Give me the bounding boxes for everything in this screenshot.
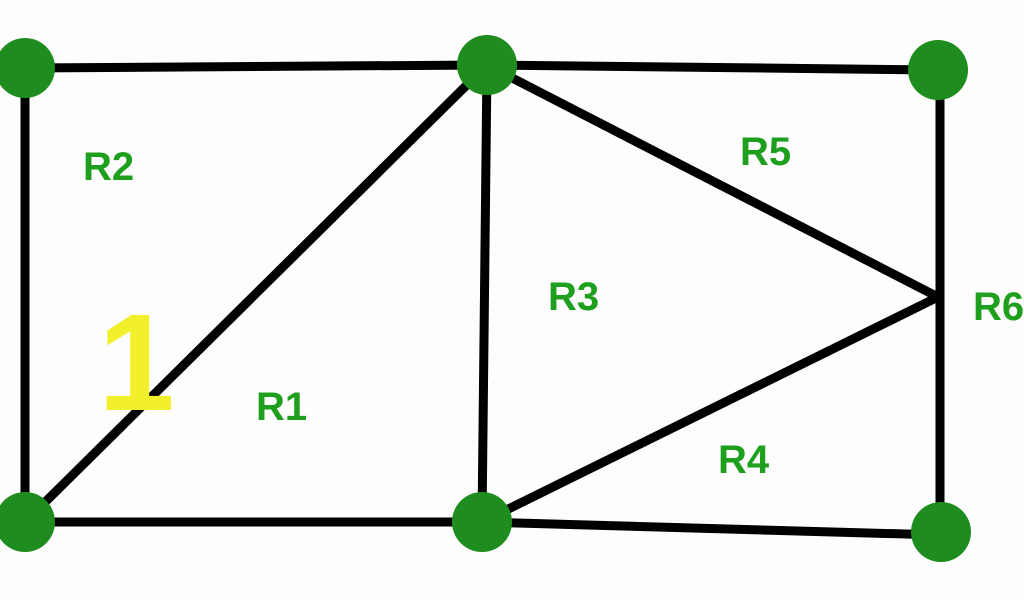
nodes xyxy=(0,35,971,562)
edge xyxy=(477,60,492,527)
edge xyxy=(477,517,945,540)
node xyxy=(911,502,971,562)
edge xyxy=(20,60,492,73)
region-label-r6: R6 xyxy=(973,285,1024,329)
edge xyxy=(20,60,492,527)
region-label-r2: R2 xyxy=(83,145,134,189)
edge xyxy=(482,60,943,75)
node xyxy=(0,492,55,552)
node xyxy=(457,35,517,95)
node xyxy=(0,38,55,98)
edges xyxy=(20,60,945,540)
highlight-number: 1 xyxy=(98,286,175,440)
region-label-r3: R3 xyxy=(548,275,599,319)
edge xyxy=(477,292,943,527)
region-label-r1: R1 xyxy=(256,385,307,429)
region-label-r4: R4 xyxy=(718,438,770,482)
node xyxy=(452,492,512,552)
node xyxy=(908,40,968,100)
region-label-r5: R5 xyxy=(740,130,791,174)
edge xyxy=(482,60,943,302)
